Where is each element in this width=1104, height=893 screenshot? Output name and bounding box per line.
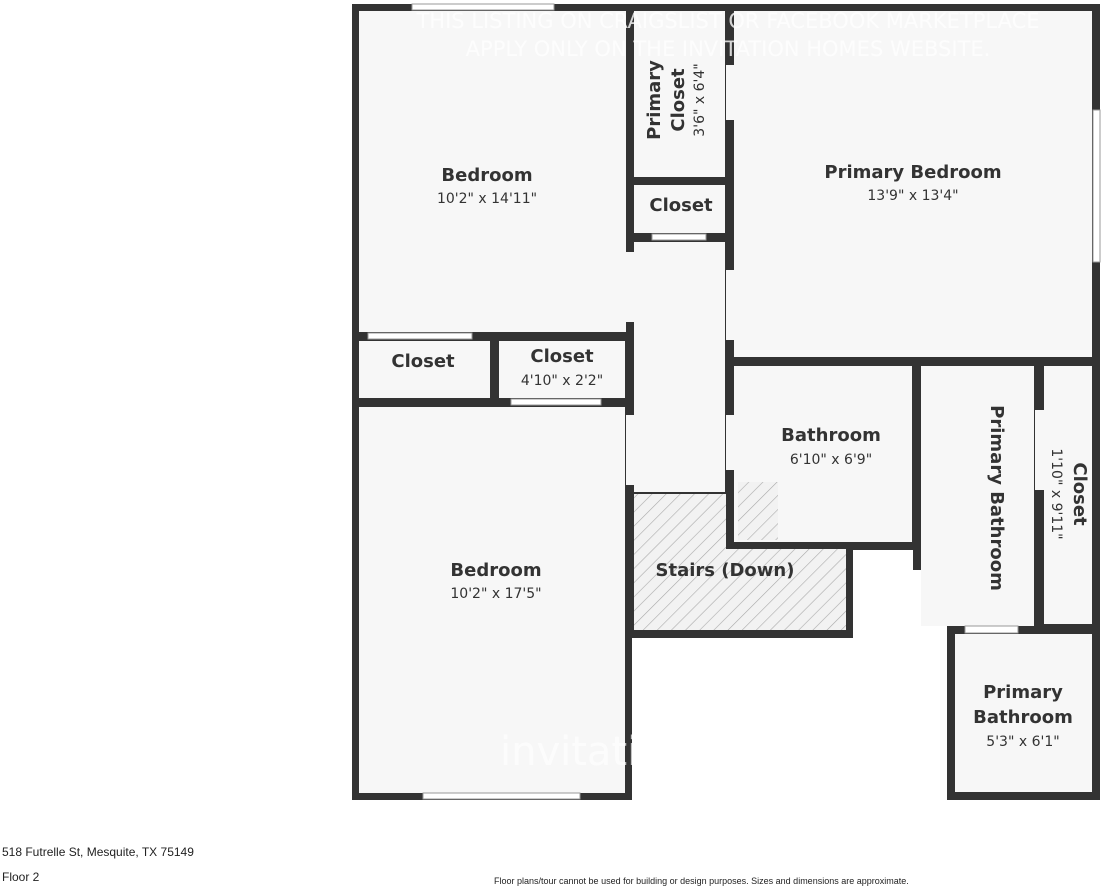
room-dimensions: 1'10" x 9'11" <box>1048 448 1064 539</box>
room-dimensions: 5'3" x 6'1" <box>986 734 1059 750</box>
window <box>964 625 1019 634</box>
disclaimer: Floor plans/tour cannot be used for buil… <box>494 876 909 886</box>
room-label: Bedroom <box>450 560 541 581</box>
watermark-line-2: APPLY ONLY ON THE INVITATION HOMES WEBSI… <box>466 37 991 61</box>
room-dimensions: 10'2" x 17'5" <box>450 586 541 602</box>
room-dimensions: 6'10" x 6'9" <box>790 452 872 468</box>
room-hallway <box>634 242 725 492</box>
floor-label: Floor 2 <box>2 870 40 884</box>
window <box>422 792 581 800</box>
room-closet-mid <box>499 341 625 398</box>
room-primary-bathroom <box>955 634 1092 792</box>
room-primary-bathroom-v <box>921 366 1034 626</box>
room-bedroom-1 <box>359 11 626 332</box>
room-label: Closet <box>391 351 455 372</box>
address: 518 Futrelle St, Mesquite, TX 75149 <box>2 845 194 859</box>
door <box>626 415 634 485</box>
stairs-landing <box>738 482 778 540</box>
room-label: Primary Bathroom <box>986 405 1007 591</box>
window <box>651 233 707 241</box>
room-label: Stairs (Down) <box>656 560 795 581</box>
room-dimensions: 3'6" x 6'4" <box>692 63 708 136</box>
room-label: Closet <box>1069 462 1090 526</box>
window <box>510 398 602 406</box>
door <box>726 415 734 470</box>
room-label: Closet <box>668 68 689 132</box>
room-label: Closet <box>530 346 594 367</box>
room-primary-closet <box>634 11 725 177</box>
window <box>411 3 555 11</box>
door <box>726 270 734 340</box>
room-dimensions: 4'10" x 2'2" <box>521 373 603 389</box>
room-closet-left <box>359 341 490 398</box>
door <box>726 65 734 120</box>
watermark-line-1: THIS LISTING ON CRAIGSLIST OR FACEBOOK M… <box>415 9 1039 33</box>
room-bedroom-2 <box>359 407 625 793</box>
room-label: Bathroom <box>973 707 1073 728</box>
room-label: Bedroom <box>441 165 532 186</box>
door <box>626 252 634 322</box>
door <box>1035 410 1044 490</box>
window <box>367 332 473 340</box>
room-dimensions: 10'2" x 14'11" <box>437 191 537 207</box>
room-label: Primary <box>983 682 1063 703</box>
watermark-logo: invitation homes <box>500 729 835 775</box>
room-label: Primary Bedroom <box>824 162 1001 183</box>
stairs <box>634 494 846 630</box>
room-label: Closet <box>649 195 713 216</box>
room-closet-right <box>1044 366 1092 624</box>
room-label: Bathroom <box>781 425 881 446</box>
room-label: Primary <box>644 60 665 140</box>
room-closet-top <box>634 185 725 233</box>
room-dimensions: 13'9" x 13'4" <box>867 188 958 204</box>
room-primary-bedroom <box>734 11 1092 357</box>
window <box>1092 109 1101 263</box>
